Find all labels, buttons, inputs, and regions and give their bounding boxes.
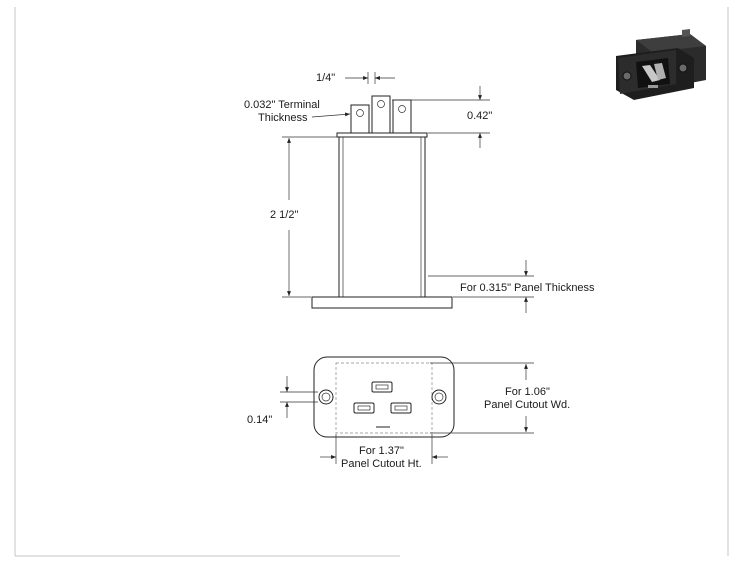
terminal-left — [350, 104, 370, 134]
dim-cutout-height-label-2: Panel Cutout Ht. — [341, 458, 422, 470]
drawing-frame — [14, 7, 729, 557]
dim-terminal-thickness: 0.032" Terminal Thickness — [244, 99, 351, 124]
dim-hole-offset-label: 0.14" — [247, 414, 272, 426]
dim-body-height-label: 2 1/2" — [270, 209, 298, 221]
dim-hole-offset: 0.14" — [247, 376, 318, 426]
connector-body — [338, 136, 426, 298]
terminal-right — [392, 99, 412, 134]
dim-terminal-spacing-label: 1/4" — [316, 72, 335, 84]
contact-bottom-right — [390, 402, 412, 414]
dim-cutout-width: For 1.06" Panel Cutout Wd. — [430, 362, 570, 434]
contact-top — [371, 381, 393, 393]
dim-cutout-height-label-1: For 1.37" — [359, 445, 404, 457]
dim-body-height: 2 1/2" — [270, 136, 338, 298]
mounting-hole-left — [318, 389, 334, 405]
connector-3d-render — [616, 29, 706, 100]
mounting-hole-right — [431, 389, 447, 405]
dim-terminal-height: 0.42" — [392, 86, 492, 148]
mounting-flange — [311, 296, 453, 309]
dim-terminal-height-label: 0.42" — [467, 110, 492, 122]
terminal-center — [371, 95, 391, 134]
contact-bottom-left — [353, 402, 375, 414]
dim-cutout-width-label-1: For 1.06" — [505, 386, 550, 398]
dim-cutout-height: For 1.37" Panel Cutout Ht. — [320, 434, 448, 470]
dim-terminal-spacing: 1/4" — [316, 72, 395, 84]
flange-outline — [313, 356, 455, 438]
dim-panel-thickness-label: For 0.315" Panel Thickness — [460, 282, 595, 294]
body-outline-hidden — [335, 362, 433, 434]
dim-cutout-width-label-2: Panel Cutout Wd. — [484, 399, 570, 411]
dim-panel-thickness: For 0.315" Panel Thickness — [428, 260, 595, 313]
side-view — [311, 95, 453, 309]
dim-terminal-thickness-label-1: 0.032" Terminal — [244, 99, 320, 111]
header-plate — [336, 132, 428, 138]
front-view — [313, 356, 455, 438]
dim-terminal-thickness-label-2: Thickness — [258, 112, 308, 124]
